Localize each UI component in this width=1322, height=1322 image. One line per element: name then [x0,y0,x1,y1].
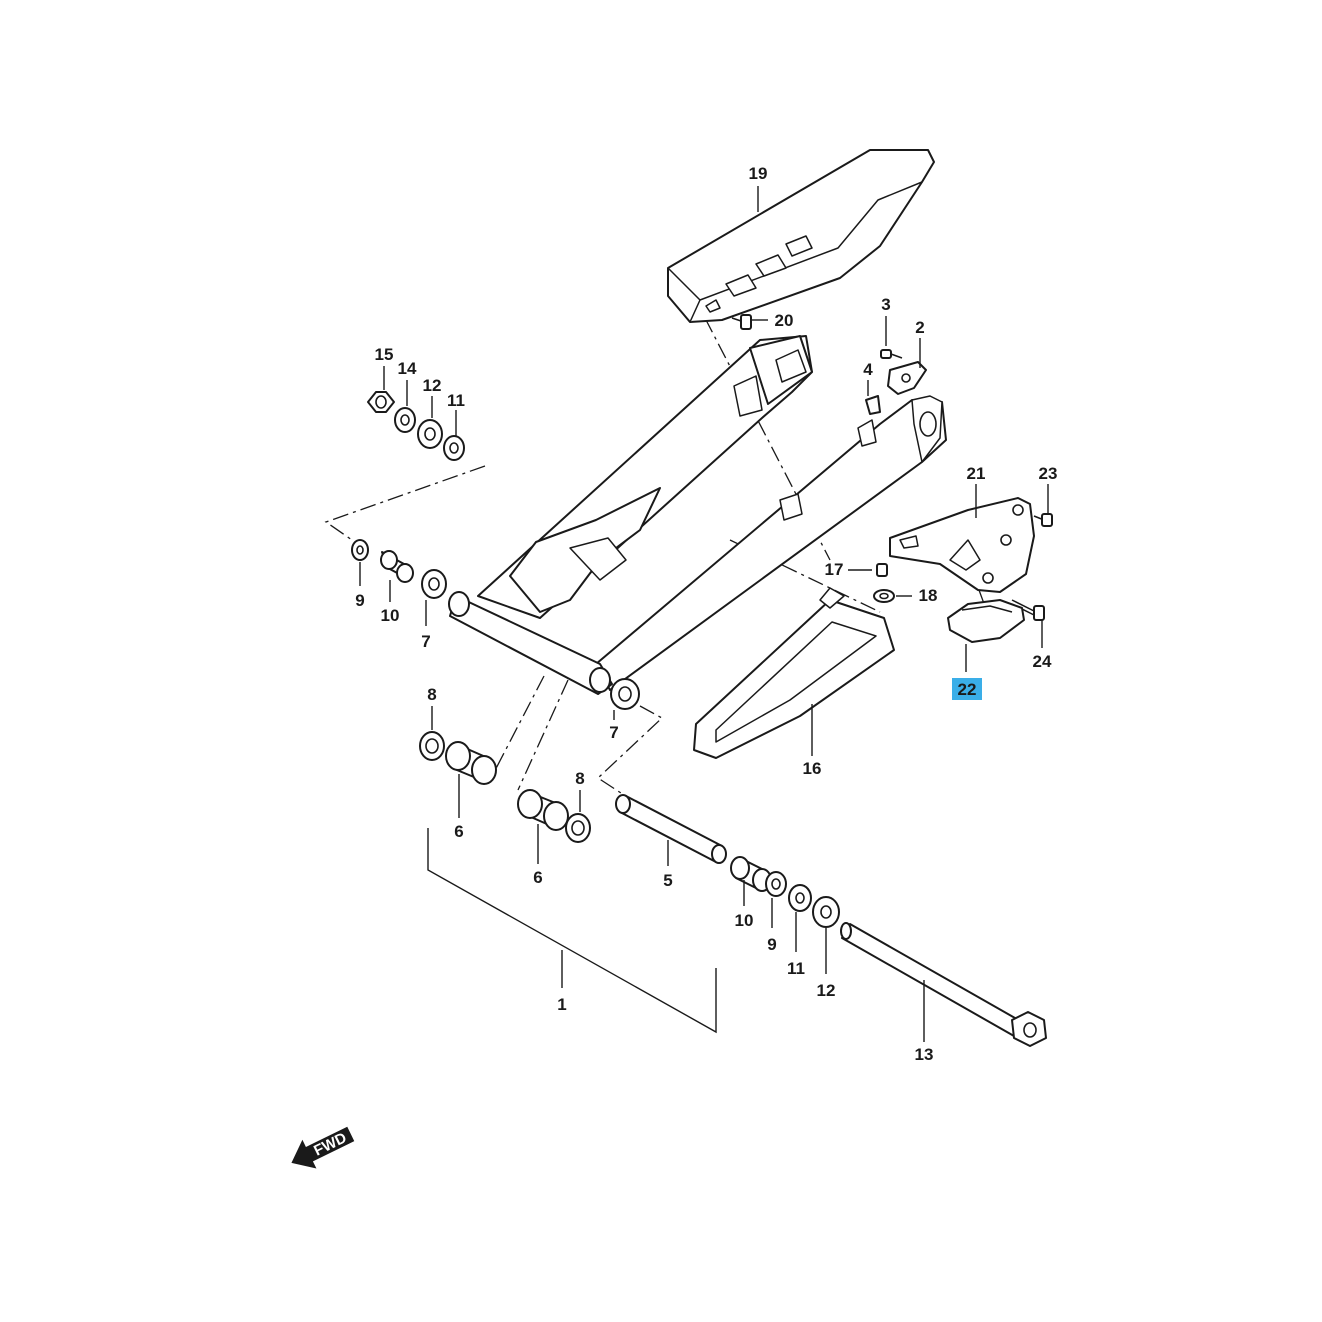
callout-8-left[interactable]: 8 [427,685,436,704]
washer-part-18[interactable] [873,589,895,603]
sleeve-part-5[interactable] [615,794,727,864]
callout-21[interactable]: 21 [967,464,986,483]
callout-12-upper[interactable]: 12 [423,376,442,395]
bolt-part-20[interactable] [731,314,752,330]
bolt-part-24[interactable] [1011,599,1045,621]
callout-18[interactable]: 18 [919,586,938,605]
callout-24[interactable]: 24 [1033,652,1052,671]
bushing-part-12-upper[interactable] [417,419,443,449]
callout-8-right[interactable]: 8 [575,769,584,788]
callout-14[interactable]: 14 [398,359,417,378]
washer-part-14[interactable] [394,407,416,433]
fwd-label: FWD [311,1129,349,1159]
screw-part-3[interactable] [880,349,903,359]
callout-7-left[interactable]: 7 [421,632,430,651]
callout-15[interactable]: 15 [375,345,394,364]
callout-2[interactable]: 2 [915,318,924,337]
callout-20[interactable]: 20 [775,311,794,330]
chain-case-part-19[interactable] [667,149,935,323]
spacer-part-10-lower[interactable] [730,856,772,892]
seal-part-8-left[interactable] [419,731,445,761]
bushing-part-6-left[interactable] [445,741,497,785]
chain-guide-part-16[interactable] [693,587,895,759]
bearing-part-7-left[interactable] [421,569,447,599]
seal-part-9-lower[interactable] [765,871,787,897]
callout-22-highlight [952,678,982,700]
callout-11-upper[interactable]: 11 [447,391,465,410]
pivot-shaft-part-13[interactable] [840,922,1047,1047]
callout-10-lower[interactable]: 10 [735,911,754,930]
callout-3[interactable]: 3 [881,295,890,314]
callout-1[interactable]: 1 [557,995,566,1014]
screw-part-17[interactable] [876,563,888,577]
callout-23[interactable]: 23 [1039,464,1058,483]
callout-6-right[interactable]: 6 [533,868,542,887]
spacer-part-10-upper[interactable] [380,550,414,583]
callout-11-lower[interactable]: 11 [787,959,805,978]
callout-5[interactable]: 5 [663,871,672,890]
callout-labels: 19 20 3 2 4 15 14 12 11 21 23 17 18 24 2… [355,164,1057,1064]
nut-part-15[interactable] [367,391,395,413]
bracket-part-2[interactable] [887,361,927,395]
callout-12-lower[interactable]: 12 [817,981,836,1000]
bolt-part-23[interactable] [1033,513,1053,527]
seal-part-9-upper[interactable] [351,539,369,561]
screw-part-4[interactable] [865,395,881,415]
seal-part-8-right[interactable] [565,813,591,843]
callout-16[interactable]: 16 [803,759,822,778]
washer-part-11-lower[interactable] [788,884,812,912]
fwd-arrow-icon: FWD [291,1126,355,1169]
callout-10-upper[interactable]: 10 [381,606,400,625]
bracket-part-21[interactable] [889,497,1035,593]
callout-6-left[interactable]: 6 [454,822,463,841]
callout-19[interactable]: 19 [749,164,768,183]
callout-9-lower[interactable]: 9 [767,935,776,954]
callout-9-upper[interactable]: 9 [355,591,364,610]
callout-22[interactable]: 22 [958,680,977,699]
callout-7-right[interactable]: 7 [609,723,618,742]
bearing-part-7-right[interactable] [610,678,640,710]
callout-17[interactable]: 17 [825,560,844,579]
washer-part-12-lower[interactable] [812,896,840,928]
washer-part-11-upper[interactable] [443,435,465,461]
callout-4[interactable]: 4 [863,360,873,379]
callout-13[interactable]: 13 [915,1045,934,1064]
bushing-part-6-right[interactable] [517,789,569,831]
leader-lines [359,186,1049,1042]
cover-part-22[interactable] [947,599,1025,643]
swingarm-part-1[interactable] [448,335,947,695]
